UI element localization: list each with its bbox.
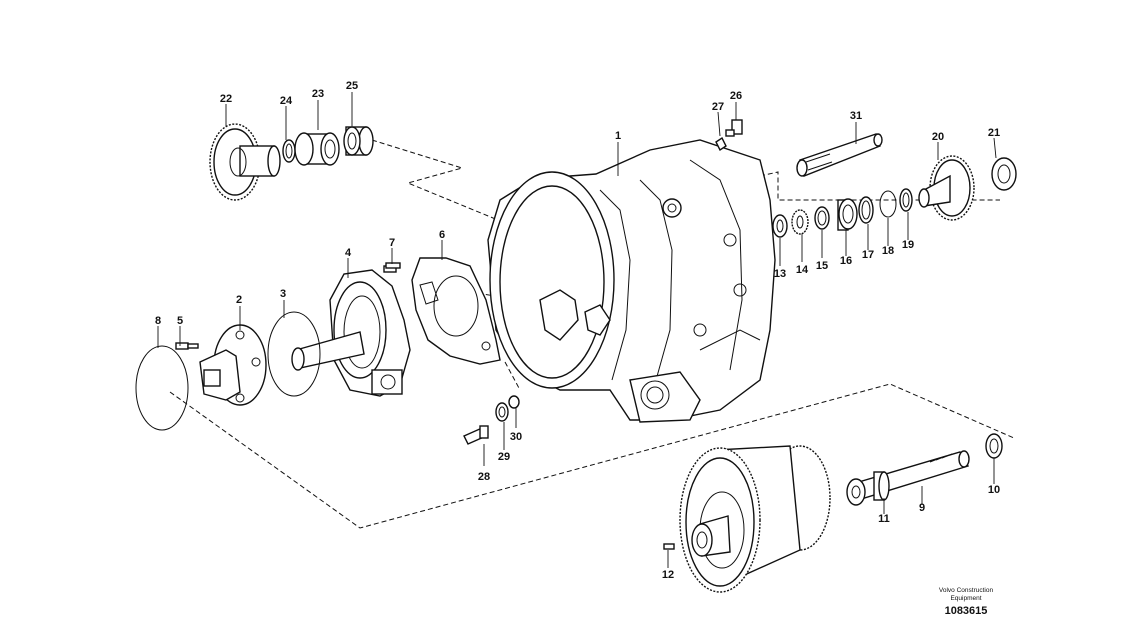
part-23-bearing: [294, 132, 340, 166]
part-9-shaft: [846, 450, 970, 506]
part-25-nut: [343, 126, 374, 156]
label-28: 28: [478, 471, 490, 483]
part-number-labels: 1 2 3 4 5 6 7 8 9 10 11 12 13 14 15 16 1…: [155, 80, 1000, 581]
brand-line-1: Volvo Construction: [939, 587, 994, 594]
part-4-pump-body: [291, 265, 411, 397]
part-8-large-o-ring: [135, 345, 189, 431]
label-7: 7: [389, 237, 395, 249]
label-31: 31: [850, 110, 862, 122]
part-5-bolt: [175, 342, 199, 350]
label-13: 13: [774, 268, 786, 280]
label-16: 16: [840, 255, 852, 267]
label-1: 1: [615, 130, 621, 142]
part-3-o-ring: [267, 311, 321, 397]
part-26-27-sensor: [715, 119, 743, 152]
label-6: 6: [439, 229, 445, 241]
part-31-shaft: [796, 133, 883, 177]
torque-converter: [679, 445, 831, 593]
label-5: 5: [177, 315, 183, 327]
label-23: 23: [312, 88, 324, 100]
label-8: 8: [155, 315, 161, 327]
part-20-gear: [918, 155, 975, 221]
label-14: 14: [796, 264, 809, 276]
part-24-ring: [282, 139, 296, 163]
label-21: 21: [988, 127, 1000, 139]
label-2: 2: [236, 294, 242, 306]
label-15: 15: [816, 260, 828, 272]
label-10: 10: [988, 484, 1000, 496]
part-1-housing: [487, 139, 776, 423]
part-21-bearing: [991, 157, 1017, 191]
label-26: 26: [730, 90, 742, 102]
leader-lines: [157, 92, 997, 568]
part-29-washer: [495, 402, 509, 422]
part-28-sensor: [463, 425, 489, 445]
label-11: 11: [878, 513, 890, 525]
part-30-seal: [508, 395, 520, 409]
part-12-bolt: [663, 543, 675, 550]
part-7-pin: [385, 262, 401, 269]
label-27: 27: [712, 101, 724, 113]
part-10-ring: [985, 433, 1003, 459]
label-12: 12: [662, 569, 674, 581]
label-20: 20: [932, 131, 944, 143]
label-18: 18: [882, 245, 894, 257]
part-22-gear: [209, 123, 281, 201]
label-29: 29: [498, 451, 510, 463]
label-25: 25: [346, 80, 358, 92]
part-2-pump-cover: [199, 324, 267, 406]
parts-13-19-ring-stack: [772, 188, 913, 238]
part-6-gasket: [411, 257, 501, 365]
drawing-footer: Volvo Construction Equipment 1083615: [939, 587, 994, 617]
drawing-number: 1083615: [945, 605, 988, 617]
label-30: 30: [510, 431, 522, 443]
label-19: 19: [902, 239, 914, 251]
label-9: 9: [919, 502, 925, 514]
part-11-collar: [873, 471, 890, 501]
label-17: 17: [862, 249, 874, 261]
label-3: 3: [280, 288, 286, 300]
label-4: 4: [345, 247, 352, 259]
brand-line-2: Equipment: [950, 595, 981, 602]
label-22: 22: [220, 93, 232, 105]
label-24: 24: [280, 95, 293, 107]
